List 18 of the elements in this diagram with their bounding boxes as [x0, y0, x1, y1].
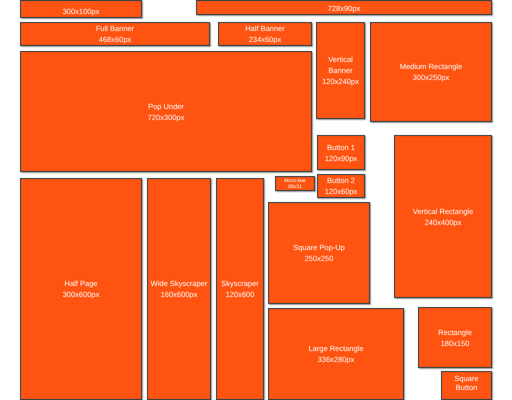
ad-size-block: [317, 135, 365, 170]
ad-size-block: [196, 0, 492, 15]
ad-size-block: [20, 0, 142, 18]
ad-size-block: [20, 51, 312, 172]
ad-size-block: [218, 22, 312, 46]
ad-size-block: [20, 178, 142, 400]
ad-size-block: [317, 174, 365, 198]
ad-size-block: [370, 22, 492, 122]
ad-size-block: [418, 307, 492, 368]
ad-size-block: [268, 202, 370, 304]
ad-size-block: [275, 176, 315, 191]
ad-size-block: [216, 178, 264, 400]
ad-size-block: [20, 22, 210, 46]
ad-size-block: [441, 371, 492, 400]
ad-size-block: [316, 22, 365, 119]
ad-size-block: [394, 135, 492, 298]
ad-size-block: [268, 308, 404, 400]
ad-size-block: [147, 178, 211, 400]
